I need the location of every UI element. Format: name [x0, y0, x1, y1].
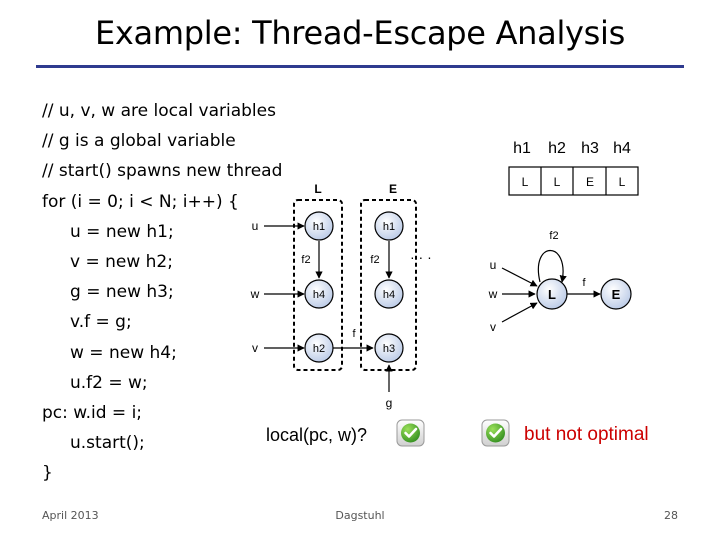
- edge-label-f: f: [352, 328, 356, 340]
- node-escape-h3: h3: [374, 333, 404, 363]
- edge-f2-self-loop: [537, 249, 567, 283]
- escape-region: [360, 199, 417, 371]
- global-label-g: g: [386, 396, 393, 410]
- var-label-u: u: [252, 219, 259, 233]
- svg-text:E: E: [612, 287, 621, 302]
- ellipsis: · · ·: [410, 249, 432, 265]
- column-label-local: L: [314, 182, 321, 196]
- column-label-escape: E: [389, 182, 397, 196]
- table-cell: E: [586, 175, 594, 189]
- code-block: // u, v, w are local variables // g is a…: [42, 96, 282, 488]
- node-escape-h1: h1: [374, 211, 404, 241]
- checkmark-icon: [396, 419, 425, 447]
- node-local-h1: h1: [304, 211, 334, 241]
- edge-u-L: [501, 267, 538, 287]
- var-label-v: v: [252, 341, 258, 355]
- code-line: v = new h2;: [70, 251, 173, 272]
- code-line: g = new h3;: [70, 282, 174, 303]
- svg-text:h3: h3: [383, 343, 395, 355]
- checkmark-icon: [481, 419, 510, 447]
- edge-label-f2-escape: f2: [370, 254, 379, 266]
- node-local-h4: h4: [304, 279, 334, 309]
- header-h2: h2: [548, 140, 566, 157]
- footer-page-number: 28: [664, 509, 678, 522]
- footer-date: April 2013: [42, 509, 99, 522]
- code-line: for (i = 0; i < N; i++) {: [42, 191, 239, 212]
- code-line: u = new h1;: [70, 221, 174, 242]
- table-cell: L: [522, 175, 529, 189]
- table-cell: L: [619, 175, 626, 189]
- footer-venue: Dagstuhl: [335, 509, 385, 522]
- header-h4: h4: [613, 140, 631, 157]
- slide-title: Example: Thread-Escape Analysis: [94, 14, 626, 52]
- svg-text:h1: h1: [383, 221, 395, 233]
- var-label-w: w: [250, 287, 260, 301]
- node-local-L: L: [536, 278, 568, 310]
- code-line: // g is a global variable: [42, 131, 236, 152]
- table-cell: L: [554, 175, 561, 189]
- node-escape-h4: h4: [374, 279, 404, 309]
- svg-text:h1: h1: [313, 221, 325, 233]
- edge-v-L: [501, 302, 538, 323]
- var-label-u: u: [490, 258, 497, 272]
- title-underline: [36, 65, 684, 68]
- edge-label-f2-local: f2: [301, 254, 310, 266]
- svg-text:h4: h4: [313, 289, 325, 301]
- code-line: v.f = g;: [70, 312, 132, 333]
- verdict-text: but not optimal: [524, 424, 649, 445]
- var-label-w: w: [488, 287, 498, 301]
- svg-text:L: L: [548, 287, 556, 302]
- code-line: // u, v, w are local variables: [42, 101, 276, 121]
- edge-label-f2-loop: f2: [549, 230, 558, 242]
- edge-label-f: f: [582, 277, 586, 289]
- code-line: // start() spawns new thread: [42, 161, 283, 182]
- code-line: w = new h4;: [70, 342, 177, 363]
- header-h1: h1: [513, 140, 531, 157]
- local-region: [293, 199, 343, 371]
- code-line: pc: w.id = i;: [42, 402, 143, 423]
- code-line: }: [42, 463, 53, 484]
- svg-text:h2: h2: [313, 343, 325, 355]
- query-text: local(pc, w)?: [266, 425, 367, 445]
- node-local-h2: h2: [304, 333, 334, 363]
- node-escape-E: E: [600, 278, 632, 310]
- code-line: u.f2 = w;: [70, 372, 148, 393]
- abstraction-table: [508, 166, 639, 196]
- var-label-v: v: [490, 320, 496, 334]
- code-line: u.start();: [70, 433, 145, 454]
- header-h3: h3: [581, 140, 599, 157]
- svg-text:h4: h4: [383, 289, 395, 301]
